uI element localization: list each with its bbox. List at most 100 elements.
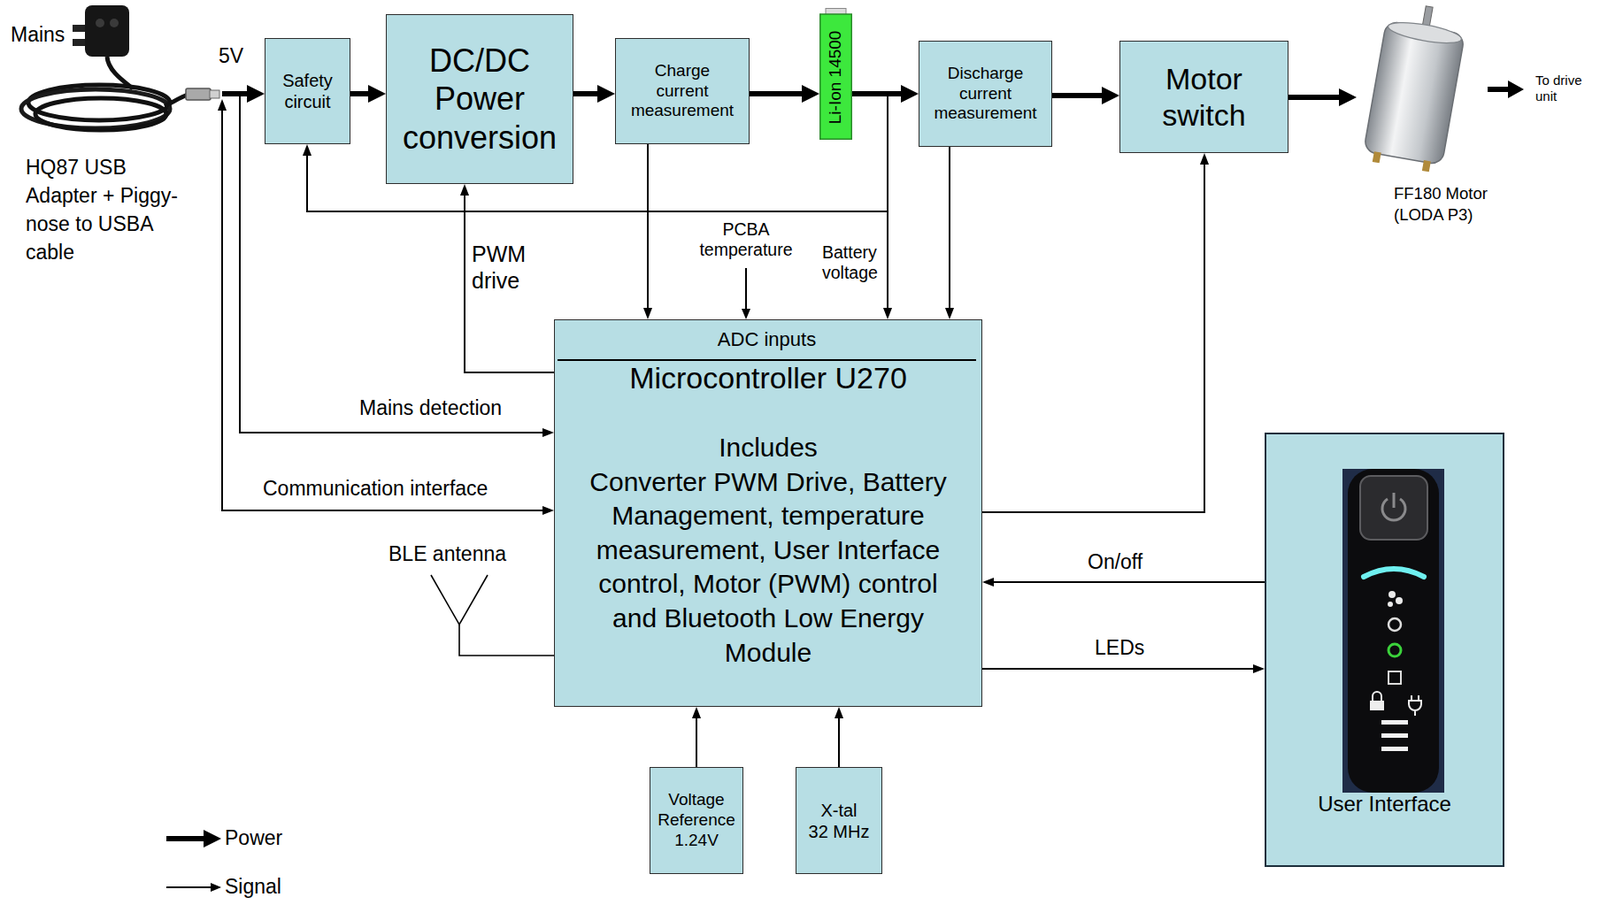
legend-label-text: Power xyxy=(224,826,283,852)
power-arrow xyxy=(749,84,820,103)
signal-arrow xyxy=(852,93,893,320)
connector-line xyxy=(992,581,1265,584)
level-bar xyxy=(1381,746,1408,752)
connector-line xyxy=(749,91,803,97)
arrowhead xyxy=(203,830,222,848)
control-panel xyxy=(1347,469,1439,793)
edge-label-text: 5V xyxy=(218,44,244,70)
arrowhead xyxy=(1507,80,1524,99)
process-box: X-tal 32 MHz xyxy=(795,767,883,875)
lock-icon xyxy=(1372,692,1382,701)
signal-label: PCBA temperature xyxy=(692,219,800,262)
connector-line xyxy=(1288,94,1340,100)
icon xyxy=(1388,671,1401,685)
power-icon xyxy=(1392,492,1396,508)
motor-endcap xyxy=(1386,18,1463,47)
level-bar xyxy=(1381,720,1408,725)
arrowhead xyxy=(643,307,653,320)
arrowhead xyxy=(302,144,312,156)
arrowhead xyxy=(542,428,554,438)
arrowhead xyxy=(945,307,954,320)
motor-drawing xyxy=(1361,0,1470,175)
status-light xyxy=(1363,569,1424,577)
legend-label-text: Signal xyxy=(224,875,282,900)
motor: FF180 Motor (LODA P3) xyxy=(1356,5,1508,232)
antenna-label: BLE antenna xyxy=(388,542,507,568)
box-label: X-tal 32 MHz xyxy=(800,800,878,843)
user-interface-panel: User Interface xyxy=(1264,432,1505,868)
legend-label: Signal xyxy=(224,875,282,900)
arrowhead xyxy=(597,84,616,103)
battery-label: Li-Ion 14500 xyxy=(825,30,847,125)
arrowhead xyxy=(801,84,820,103)
motor-terminal xyxy=(1422,160,1431,172)
connector-line xyxy=(695,717,698,768)
panel-label: User Interface xyxy=(1266,792,1503,818)
motor-label: FF180 Motor (LODA P3) xyxy=(1393,183,1505,226)
signal-arrow xyxy=(982,577,1265,587)
arrowhead xyxy=(246,84,265,103)
icon xyxy=(1387,601,1393,608)
arrowhead xyxy=(982,577,994,587)
lock-icon xyxy=(1369,700,1385,711)
power-button xyxy=(1360,476,1428,540)
box-label: Charge current measurement xyxy=(627,61,738,122)
power-line xyxy=(1487,86,1512,93)
process-box: DC/DC Power conversion xyxy=(385,14,574,185)
connector-line xyxy=(1052,92,1103,99)
connector-line xyxy=(982,668,1254,670)
connector-line xyxy=(948,146,951,309)
process-box: Discharge current measurement xyxy=(918,40,1053,147)
signal-label-text: PCBA temperature xyxy=(692,219,800,262)
edge-label: LEDs xyxy=(1094,636,1145,662)
arrowhead xyxy=(1101,86,1120,105)
motor-terminal xyxy=(1372,151,1382,163)
band-label: ADC inputs xyxy=(717,328,816,352)
edge-label-text: LEDs xyxy=(1094,636,1145,662)
arrowhead xyxy=(900,84,919,103)
box-body: Includes xyxy=(554,430,982,466)
antenna-symbol xyxy=(430,575,554,656)
connector-line xyxy=(982,163,1205,513)
legend-power-line xyxy=(166,836,208,842)
box-label: Safety circuit xyxy=(270,69,345,113)
signal-arrow xyxy=(982,153,1209,513)
arrowhead xyxy=(1200,153,1209,165)
process-box: Voltage Reference 1.24V xyxy=(649,767,744,875)
antenna-label-text: BLE antenna xyxy=(388,542,507,568)
cable xyxy=(164,94,188,107)
connector-line xyxy=(646,144,649,309)
temperature-arrow xyxy=(741,268,751,320)
process-box: Motor switch xyxy=(1119,40,1289,154)
icon xyxy=(1388,591,1396,599)
plug-body xyxy=(84,5,130,57)
plug-hole xyxy=(95,18,105,28)
battery-cell: Li-Ion 14500 xyxy=(819,7,853,140)
edge-label-text: Communication interface xyxy=(262,476,488,502)
edge-label-text: Mains detection xyxy=(359,396,502,422)
edge-label: Battery voltage xyxy=(822,242,889,285)
arrowhead xyxy=(692,707,701,719)
signal-arrow xyxy=(692,707,701,768)
edge-label-text: PWM drive xyxy=(471,240,543,294)
arrowhead xyxy=(1338,88,1357,107)
plug-pin xyxy=(72,38,87,47)
process-box: Safety circuit xyxy=(264,38,351,145)
image-ground xyxy=(1342,469,1445,793)
connector-line xyxy=(838,717,840,768)
edge-label: Communication interface xyxy=(262,476,488,502)
edge-label-text: On/off xyxy=(1087,550,1143,576)
signal-arrow xyxy=(945,146,954,320)
icon xyxy=(1388,618,1401,631)
arrowhead xyxy=(542,506,554,516)
arrowhead xyxy=(834,707,844,719)
edge-label-text: Battery voltage xyxy=(822,242,889,285)
output-label-text: To drive unit xyxy=(1535,72,1594,105)
arrowhead xyxy=(1253,664,1265,674)
connector-line xyxy=(350,91,370,97)
antenna-v xyxy=(430,575,488,625)
user-interface-image xyxy=(1342,469,1445,793)
antenna-wire xyxy=(459,624,554,656)
arrowhead xyxy=(210,883,222,893)
edge-label: Mains detection xyxy=(359,396,502,422)
